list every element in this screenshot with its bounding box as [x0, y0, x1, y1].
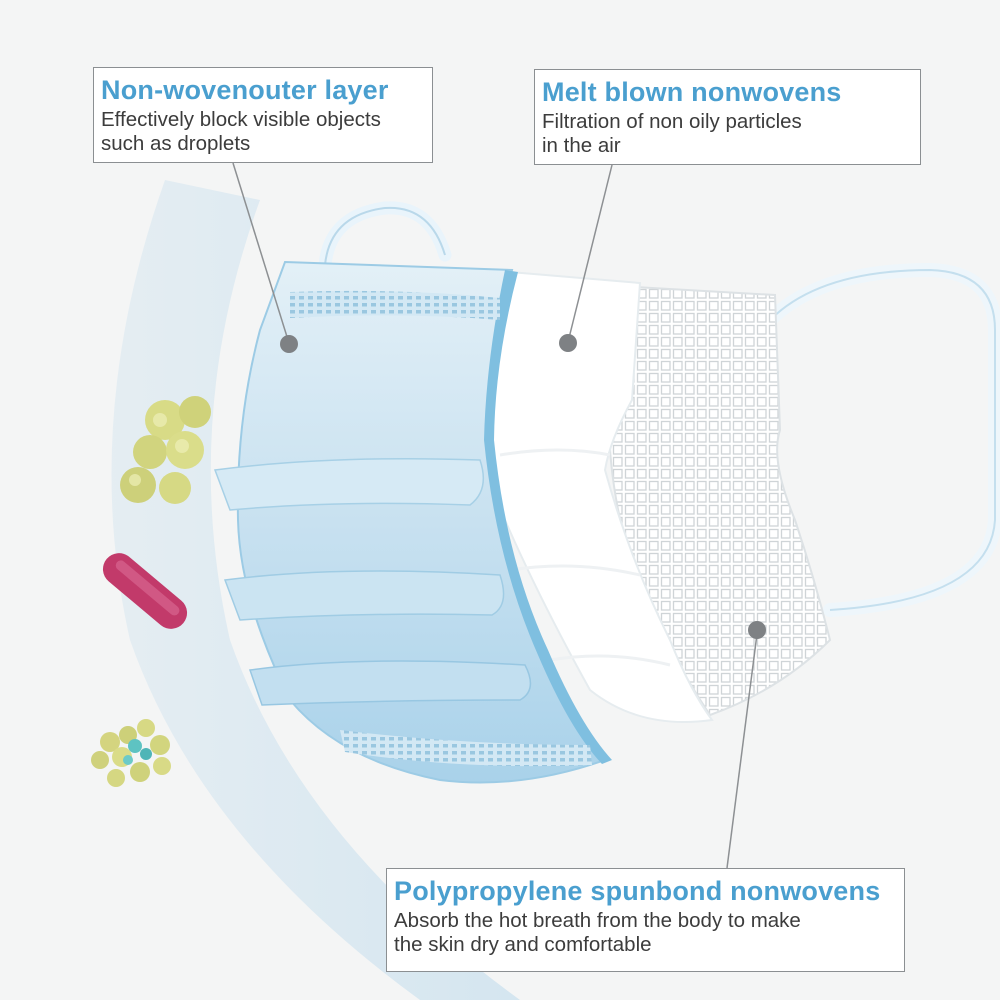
pleat-3: [248, 660, 532, 706]
callout-outer-layer: Non-wovenouter layer Effectively block v…: [93, 67, 433, 163]
small-particle-cluster: [91, 719, 171, 787]
callout-inner-layer: Polypropylene spunbond nonwovens Absorb …: [386, 868, 905, 972]
ear-loop-top-edge: [324, 206, 446, 266]
callout-title: Polypropylene spunbond nonwovens: [394, 876, 881, 906]
ear-loop-right-edge: [769, 268, 996, 611]
yellow-particle-cluster: [120, 396, 211, 504]
ear-loop-top: [318, 201, 452, 272]
leader-inner: [726, 633, 758, 869]
pleat-1: [213, 458, 485, 511]
callout-title: Melt blown nonwovens: [542, 77, 842, 107]
callout-middle-layer: Melt blown nonwovens Filtration of non o…: [534, 69, 921, 165]
callout-title: Non-wovenouter layer: [101, 75, 389, 105]
pink-bacterium: [102, 553, 188, 629]
dot-outer: [280, 335, 298, 353]
callout-description: Filtration of non oily particles in the …: [542, 110, 802, 157]
top-perforated-band: [290, 290, 500, 320]
leader-outer: [232, 162, 289, 341]
dot-inner: [748, 621, 766, 639]
callout-description: Effectively block visible objects such a…: [101, 108, 381, 155]
dot-middle: [559, 334, 577, 352]
bottom-perforated-band: [340, 730, 592, 767]
pleat-2: [223, 570, 505, 621]
leader-middle: [568, 164, 613, 339]
callout-description: Absorb the hot breath from the body to m…: [394, 909, 801, 956]
face-arc-shape: [111, 180, 521, 1000]
